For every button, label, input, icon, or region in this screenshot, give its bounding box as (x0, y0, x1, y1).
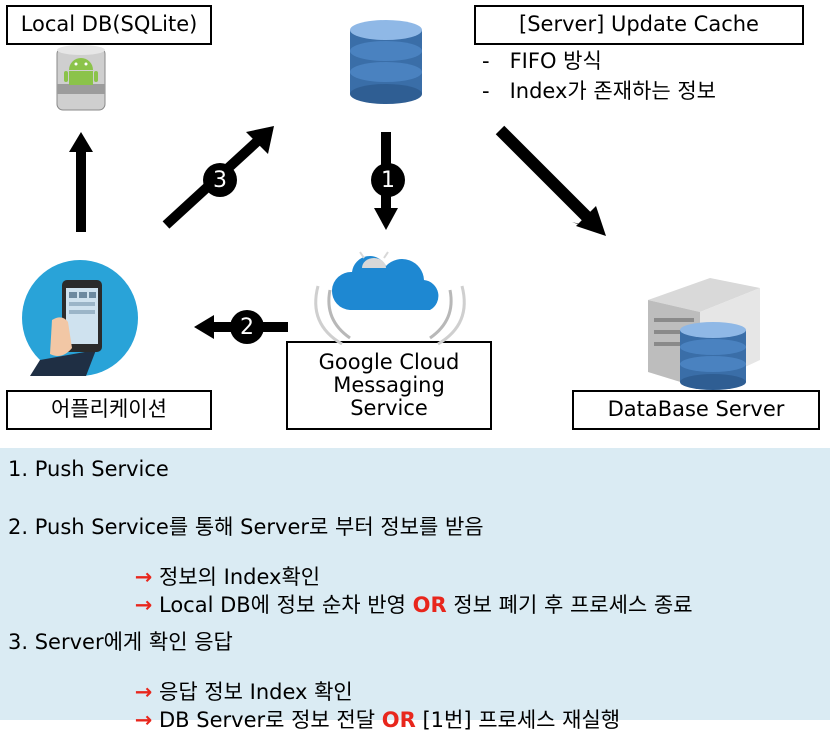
database-server-icon (648, 278, 760, 390)
cache-note-fifo: - FIFO 방식 (482, 49, 602, 73)
red-arrow: → (134, 680, 153, 704)
database-icon (350, 20, 422, 104)
android-cloud-icon: Android (314, 251, 466, 346)
panel-line-3b-pre: DB Server로 정보 전달 (159, 708, 382, 732)
app-label: 어플리케이션 (51, 397, 167, 422)
phone-hand-icon (22, 260, 138, 376)
panel-line-3a: → 응답 정보 Index 확인 (108, 661, 353, 724)
gcm-label-line3: Service (350, 396, 428, 421)
gcm-label-line1: Google Cloud (318, 349, 460, 374)
db-server-label: DataBase Server (607, 397, 785, 422)
step-1-badge: 1 (371, 163, 405, 197)
app-box: 어플리케이션 (6, 390, 212, 430)
android-cloud-label: Android (355, 313, 422, 331)
db-server-box: DataBase Server (572, 390, 820, 430)
red-arrow: → (134, 565, 153, 589)
panel-line-3a-text: 응답 정보 Index 확인 (159, 680, 353, 704)
gcm-label-line2: Messaging (333, 372, 445, 397)
panel-line-3: 3. Server에게 확인 응답 (8, 630, 233, 654)
step-2-badge: 2 (230, 310, 264, 344)
red-arrow: → (134, 708, 153, 732)
cache-note-index: - Index가 존재하는 정보 (482, 79, 717, 103)
local-db-box: Local DB(SQLite) (6, 5, 212, 45)
gcm-box: Google Cloud Messaging Service (286, 341, 492, 430)
panel-line-2b: → Local DB에 정보 순차 반영 OR 정보 폐기 후 프로세스 종료 (108, 574, 693, 637)
panel-line-2: 2. Push Service를 통해 Server로 부터 정보를 받음 (8, 515, 484, 539)
red-arrow: → (134, 593, 153, 617)
update-cache-box: [Server] Update Cache (474, 5, 804, 45)
panel-line-3b: → DB Server로 정보 전달 OR [1번] 프로세스 재실행 (108, 689, 620, 752)
arrow-app-to-localdb (69, 132, 93, 232)
arrow-cache-to-dbserver (495, 125, 606, 236)
panel-line-2a-text: 정보의 Index확인 (159, 565, 321, 589)
panel-line-1: 1. Push Service (8, 457, 169, 481)
update-cache-label: [Server] Update Cache (519, 12, 759, 37)
panel-line-2a: → 정보의 Index확인 (108, 546, 320, 609)
panel-line-2b-pre: Local DB에 정보 순차 반영 (159, 593, 413, 617)
description-panel: 1. Push Service 2. Push Service를 통해 Serv… (0, 448, 830, 731)
local-db-label: Local DB(SQLite) (20, 12, 198, 37)
or-label: OR (381, 708, 416, 732)
or-label: OR (412, 593, 447, 617)
android-db-icon (56, 45, 106, 111)
panel-line-3b-post: [1번] 프로세스 재실행 (415, 708, 621, 732)
step-3-badge: 3 (203, 163, 237, 197)
panel-line-2b-post: 정보 폐기 후 프로세스 종료 (446, 593, 693, 617)
